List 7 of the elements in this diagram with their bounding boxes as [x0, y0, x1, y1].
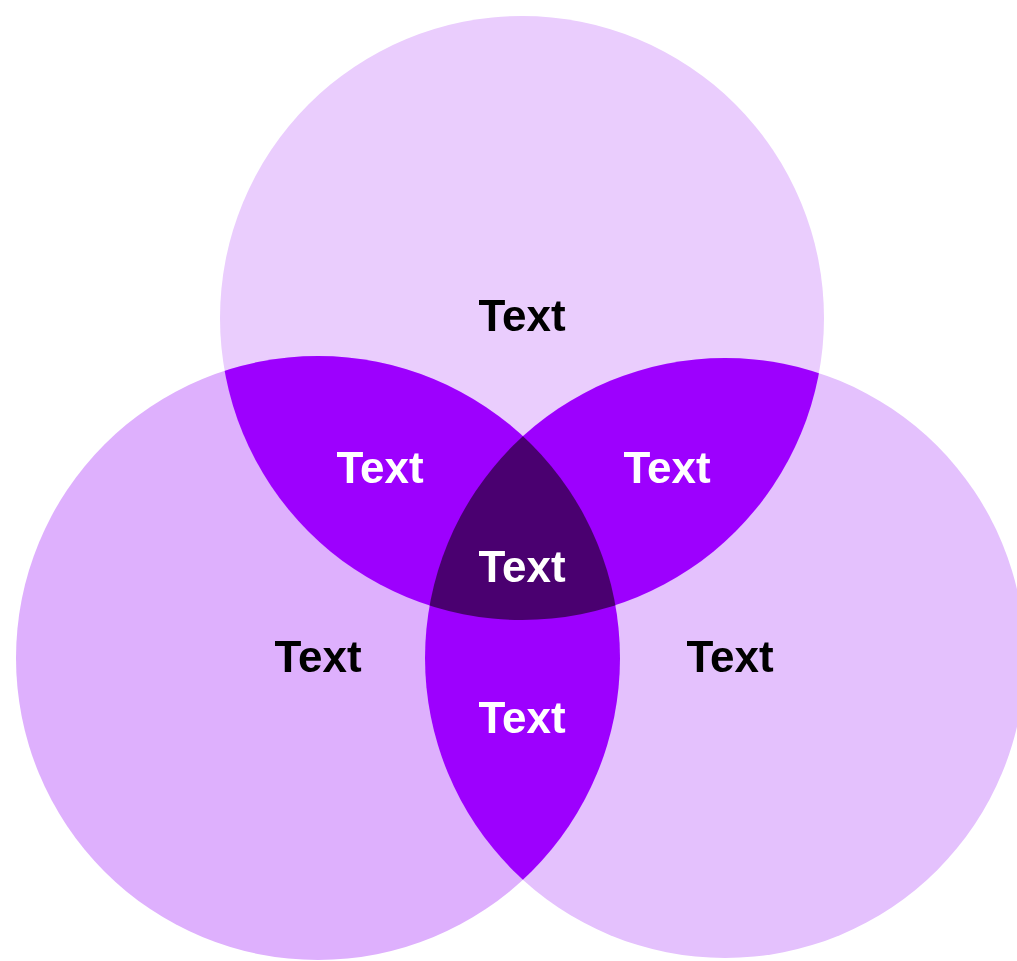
overlap-label: Text — [478, 696, 566, 740]
set-label: Text — [478, 294, 566, 338]
set-label: Text — [274, 635, 362, 679]
set-label: Text — [686, 635, 774, 679]
overlap-label: Text — [478, 545, 566, 589]
overlap-label: Text — [336, 446, 424, 490]
overlap-label: Text — [623, 446, 711, 490]
